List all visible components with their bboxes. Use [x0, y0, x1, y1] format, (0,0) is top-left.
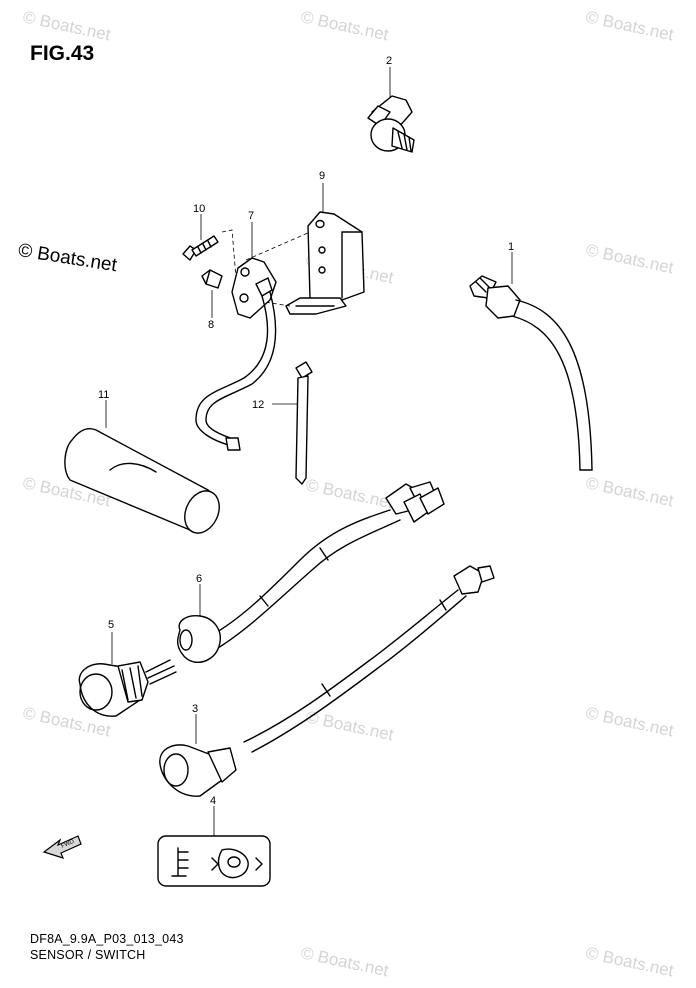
watermark: © Boats.net: [584, 943, 675, 980]
callout-10: 10: [193, 203, 205, 215]
figure-title: FIG.43: [30, 42, 95, 65]
callout-7: 7: [248, 210, 254, 222]
watermark: © Boats.net: [299, 943, 390, 980]
harness-connectors: [385, 481, 445, 523]
part-6-grommet-harness: 6: [177, 509, 401, 663]
callout-3: 3: [192, 703, 198, 715]
diagram-code: DF8A_9.9A_P03_013_043: [30, 932, 184, 946]
fwd-label: FWD: [60, 839, 76, 850]
callout-11: 11: [98, 389, 109, 401]
part-4-indicator-plate: 4: [157, 795, 271, 887]
part-11-protector: 11: [64, 389, 220, 534]
callout-5: 5: [108, 619, 114, 631]
callout-8: 8: [208, 319, 214, 331]
watermark: © Boats.net: [584, 703, 675, 740]
fwd-arrow-icon: FWD: [42, 835, 82, 859]
watermark: © Boats.net: [584, 7, 675, 44]
callout-4: 4: [210, 795, 216, 807]
part-10-bolt: 10: [182, 203, 237, 279]
watermark: © Boats.net: [21, 7, 112, 44]
callout-1: 1: [508, 241, 514, 253]
diagram-section-title: SENSOR / SWITCH: [30, 948, 146, 962]
callout-2: 2: [386, 55, 392, 67]
part-12-cable-tie: 12: [252, 361, 313, 485]
watermark: © Boats.net: [304, 475, 395, 512]
watermark: © Boats.net: [299, 7, 390, 44]
watermark: © Boats.net: [304, 707, 395, 744]
part-1-temp-sensor: 1: [469, 241, 593, 471]
callout-9: 9: [319, 170, 325, 182]
part-7-switch: 7: [195, 210, 277, 451]
part-3-sensor-harness: 3: [159, 565, 495, 797]
part-9-bracket: 9: [245, 170, 365, 315]
watermark: © Boats.net: [584, 473, 675, 510]
callout-6: 6: [196, 573, 202, 585]
part-5-switch: 5: [78, 619, 177, 717]
callout-12: 12: [252, 399, 264, 411]
part-2-pressure-switch: 2: [367, 55, 415, 153]
part-8-clip: 8: [201, 269, 223, 331]
watermark: © Boats.net: [584, 240, 675, 277]
